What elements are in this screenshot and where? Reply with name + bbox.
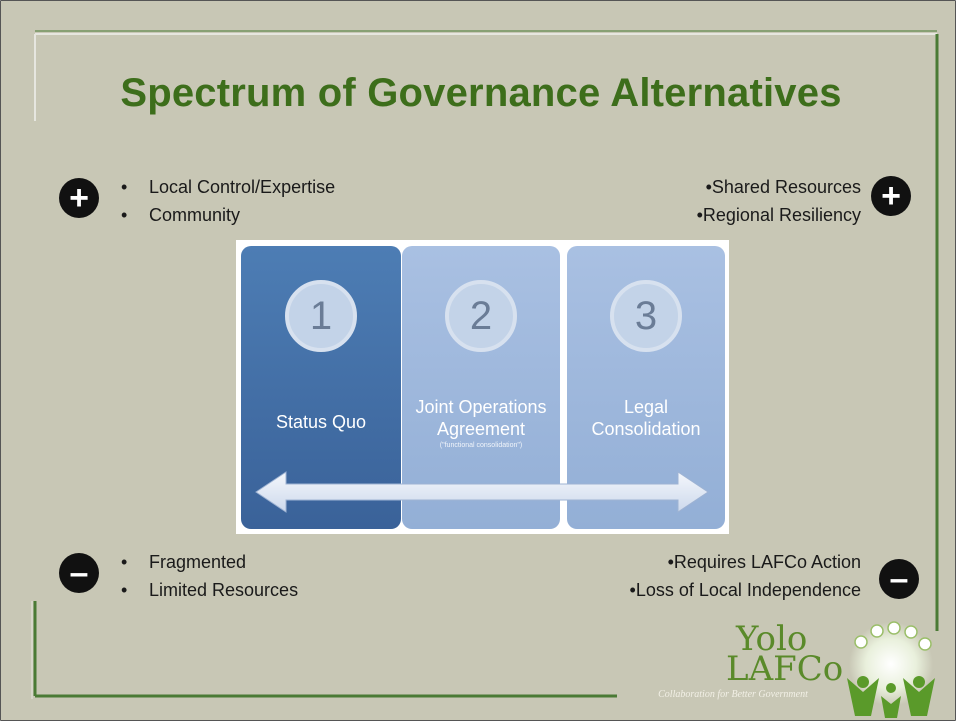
option-label: Consolidation [591,419,701,439]
list-item: Fragmented [149,548,298,576]
logo-text-yolo: Yolo [736,619,808,659]
option-1-column: 1 Status Quo [241,246,401,529]
minus-icon: – [879,559,919,599]
option-label: Agreement [436,419,526,439]
logo-text-lafco: LAFCo [726,649,844,689]
list-item: Loss of Local Independence [561,576,861,604]
cons-right-list: Requires LAFCo Action Loss of Local Inde… [561,548,861,604]
list-item: Regional Resiliency [601,201,861,229]
option-sublabel: ("functional consolidation") [439,442,523,449]
slide-title: Spectrum of Governance Alternatives [120,71,842,115]
pros-right-list: Shared Resources Regional Resiliency [601,173,861,229]
footer-tagline: Collaboration for Better Government [658,689,808,700]
option-2-column: 2 Joint Operations Agreement ("functiona… [402,246,560,529]
option-label: Joint Operations [415,397,547,417]
people-circle-icon [847,621,935,718]
option-label: Legal [623,397,669,417]
plus-icon: + [59,178,99,218]
list-item: Requires LAFCo Action [561,548,861,576]
option-label: Status Quo [275,412,367,432]
list-item: Local Control/Expertise [149,173,335,201]
plus-icon: + [871,176,911,216]
option-number: 1 [285,280,357,352]
cons-left-list: Fragmented Limited Resources [121,548,298,604]
option-3-column: 3 Legal Consolidation [567,246,725,529]
list-item: Shared Resources [601,173,861,201]
governance-spectrum-diagram: 1 Status Quo 2 Joint Operations Agreemen… [236,240,729,534]
list-item: Community [149,201,335,229]
list-item: Limited Resources [149,576,298,604]
double-arrow [255,471,709,513]
pros-left-list: Local Control/Expertise Community [121,173,335,229]
option-number: 2 [445,280,517,352]
minus-icon: – [59,553,99,593]
option-number: 3 [610,280,682,352]
